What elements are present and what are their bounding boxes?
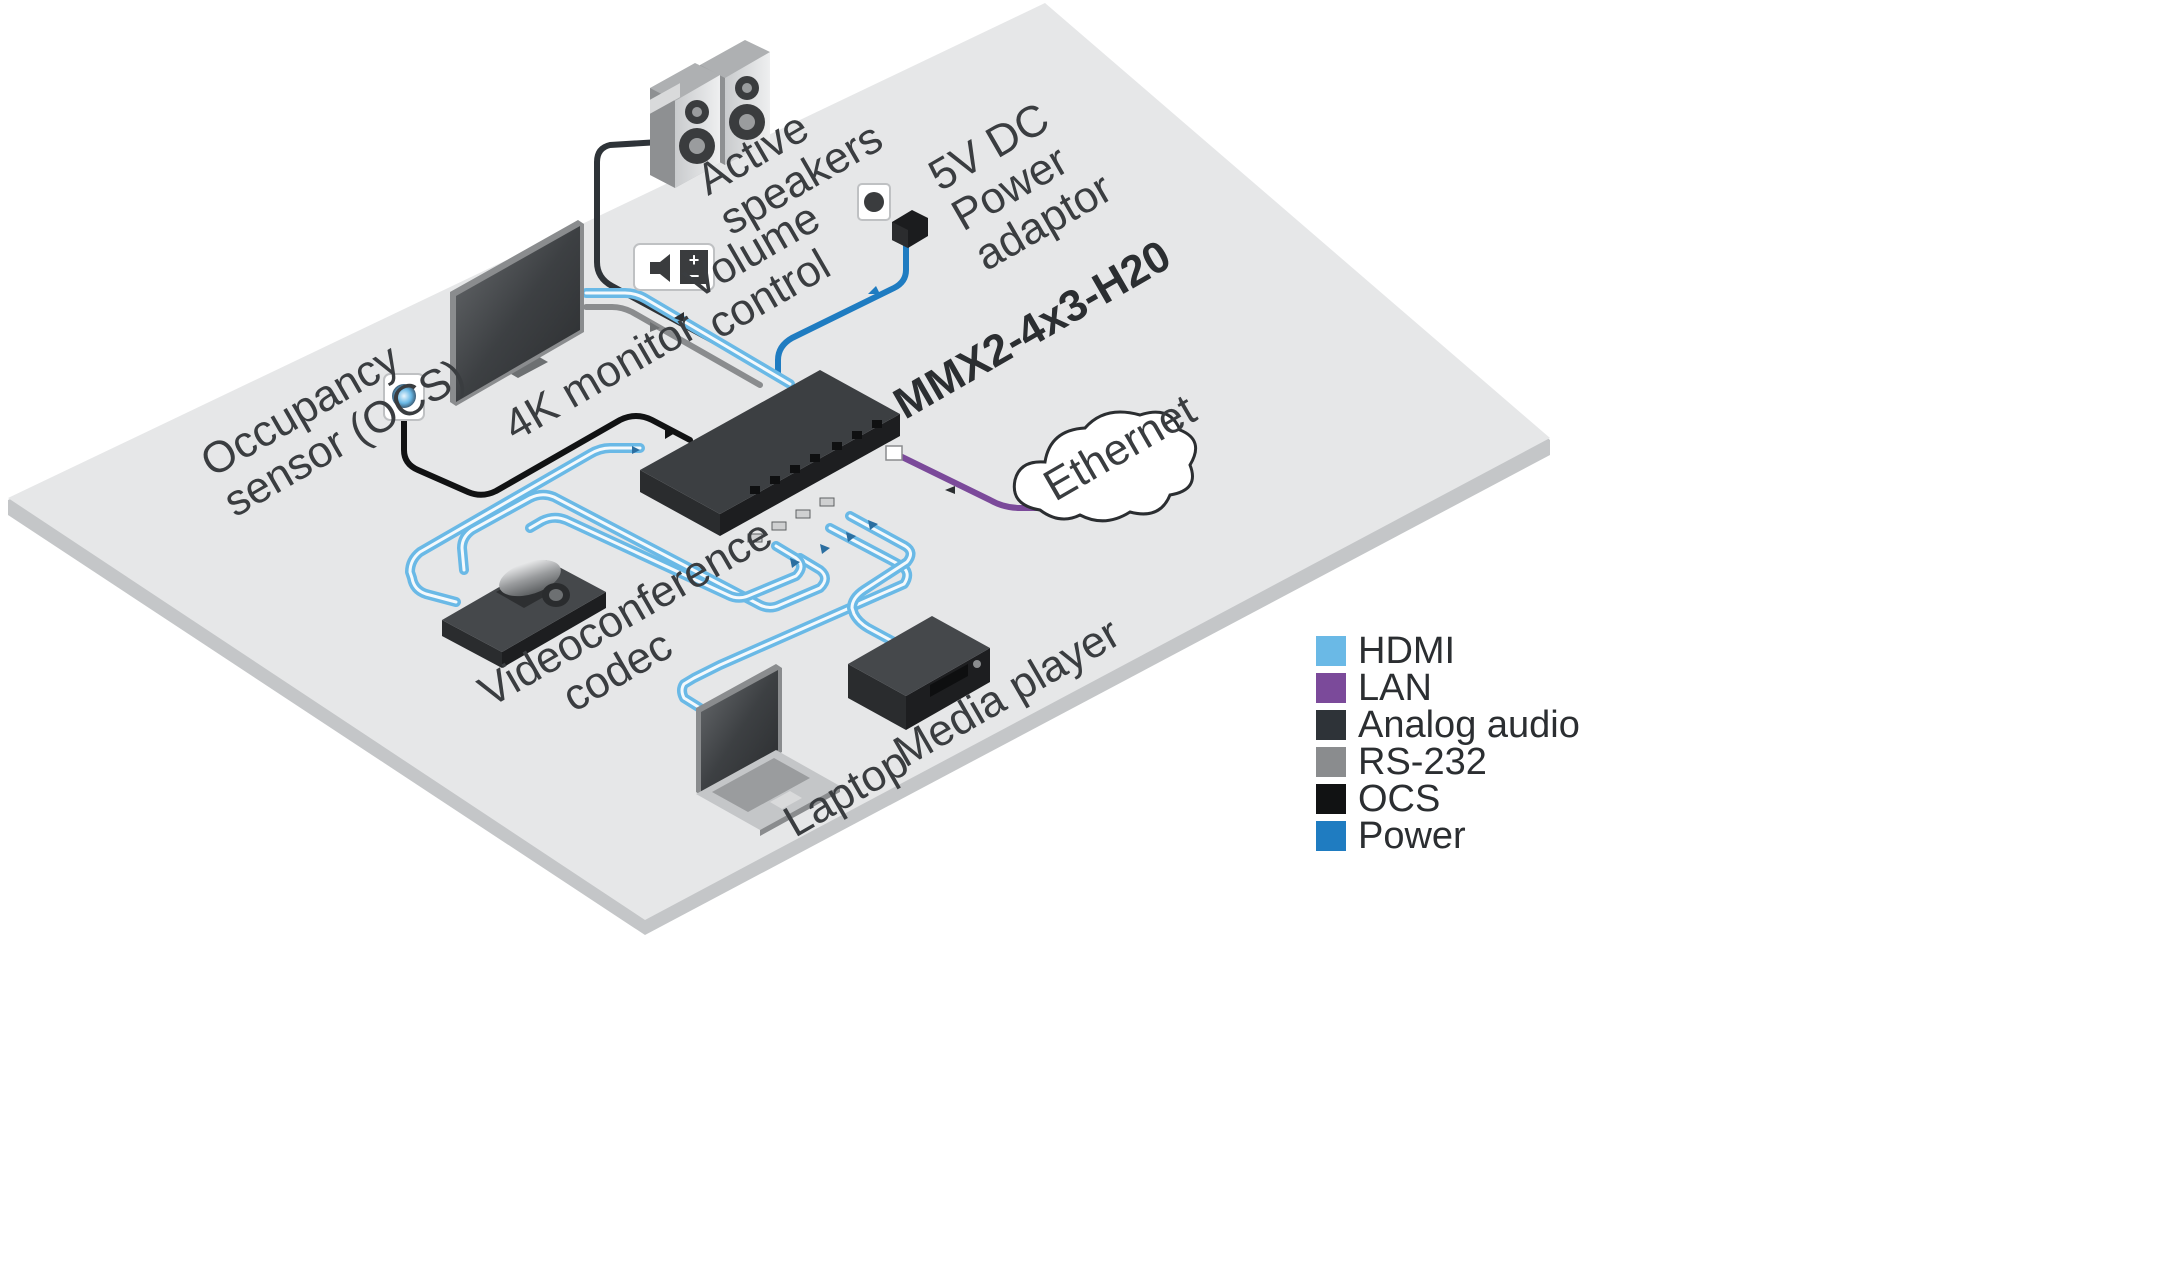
volume-control-icon: + − bbox=[633, 243, 715, 291]
legend-label: OCS bbox=[1358, 778, 1440, 820]
speakers-icon bbox=[650, 40, 770, 188]
arrow-hdmi-in-2 bbox=[820, 544, 830, 554]
videoconference-codec-icon bbox=[442, 559, 606, 668]
matrix-label-plate bbox=[650, 83, 680, 114]
cable-hdmi-monitor bbox=[581, 288, 795, 389]
occupancy-sensor-icon bbox=[383, 373, 425, 421]
ethernet-cloud-icon bbox=[1012, 410, 1198, 523]
legend-item-hdmi: HDMI bbox=[1316, 630, 1455, 672]
cables bbox=[401, 139, 1043, 713]
cable-hdmi-codec-in-1 bbox=[457, 489, 830, 613]
cable-power bbox=[775, 237, 909, 378]
rj45-connector bbox=[885, 445, 903, 461]
arrow-hdmi-in-4 bbox=[868, 520, 878, 530]
legend-label: LAN bbox=[1358, 667, 1432, 709]
legend-swatch bbox=[1316, 747, 1346, 777]
cable-hdmi-codec-out bbox=[405, 443, 645, 607]
arrow-audio bbox=[674, 312, 684, 322]
legend-item-lan: LAN bbox=[1316, 667, 1432, 709]
arrow-rs232 bbox=[650, 322, 660, 332]
power-adaptor-icon bbox=[857, 183, 928, 248]
legend: HDMI LAN Analog audio RS-232 OCS Power bbox=[1316, 630, 1580, 857]
arrow-lan bbox=[945, 486, 955, 494]
legend-swatch bbox=[1316, 821, 1346, 851]
legend-label: HDMI bbox=[1358, 630, 1455, 672]
legend-label: Power bbox=[1358, 815, 1466, 857]
legend-swatch bbox=[1316, 784, 1346, 814]
legend-item-rs232: RS-232 bbox=[1316, 741, 1487, 783]
arrow-ocs bbox=[665, 427, 675, 439]
media-player-icon bbox=[848, 616, 990, 730]
svg-text:−: − bbox=[689, 266, 700, 286]
legend-item-ocs: OCS bbox=[1316, 778, 1440, 820]
cable-analog-audio bbox=[594, 139, 785, 381]
legend-swatch bbox=[1316, 636, 1346, 666]
legend-item-analog-audio: Analog audio bbox=[1316, 704, 1580, 746]
matrix-switcher-icon bbox=[640, 83, 903, 543]
cable-hdmi-media bbox=[845, 511, 916, 653]
laptop-icon bbox=[696, 664, 840, 836]
arrow-hdmi-codec bbox=[632, 446, 640, 454]
monitor-icon bbox=[450, 220, 584, 406]
cable-lan bbox=[897, 453, 1043, 511]
legend-label: Analog audio bbox=[1358, 704, 1580, 746]
legend-item-power: Power bbox=[1316, 815, 1466, 857]
arrow-power bbox=[868, 286, 880, 294]
legend-swatch bbox=[1316, 710, 1346, 740]
arrow-hdmi-in-3 bbox=[846, 532, 856, 542]
cable-rs232 bbox=[583, 304, 763, 388]
cable-ocs bbox=[401, 413, 693, 498]
svg-text:+: + bbox=[689, 250, 700, 270]
cable-hdmi-codec-in-2 bbox=[525, 512, 806, 603]
cable-hdmi-laptop bbox=[677, 523, 913, 713]
legend-label: RS-232 bbox=[1358, 741, 1487, 783]
legend-swatch bbox=[1316, 673, 1346, 703]
arrow-hdmi-in-1 bbox=[790, 558, 800, 568]
